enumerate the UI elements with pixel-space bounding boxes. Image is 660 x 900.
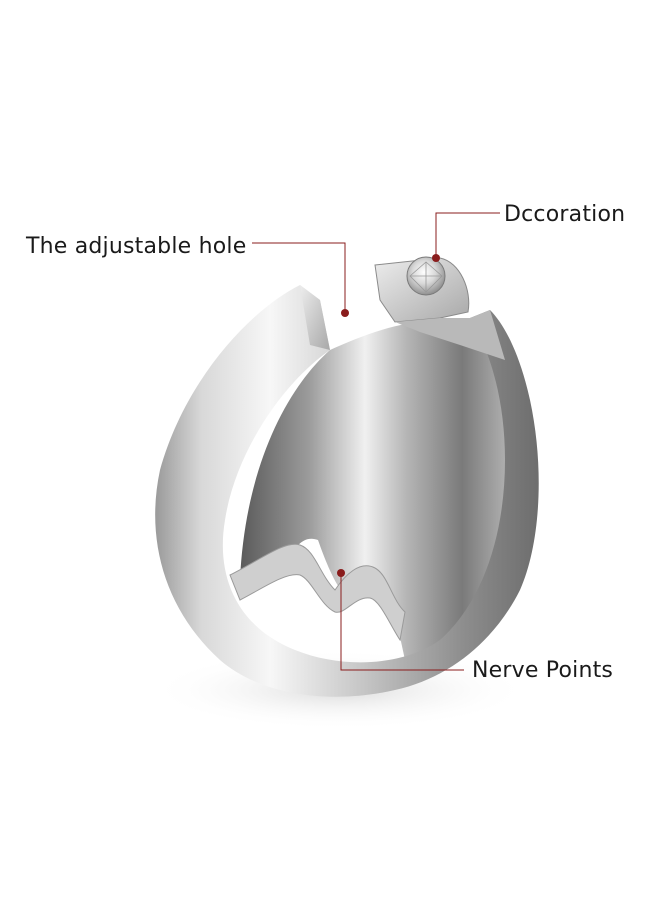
callout-line-hole <box>252 242 346 313</box>
callout-lines <box>252 212 500 671</box>
ring-outer-band <box>155 285 539 697</box>
callout-dots <box>337 254 440 577</box>
gem-facets <box>409 261 443 293</box>
callout-dot-decoration <box>432 254 440 262</box>
ring-left-end-face <box>300 285 330 350</box>
callout-line-nerve <box>340 573 464 671</box>
callout-line-decoration <box>435 212 500 258</box>
ring-inner-surface <box>240 321 518 660</box>
callout-dot-hole <box>341 309 349 317</box>
callout-label-adjustable-hole: The adjustable hole <box>26 234 247 259</box>
callout-label-decoration: Dccoration <box>504 202 626 227</box>
nerve-ridges <box>229 543 406 642</box>
ring-right-end-side <box>395 310 505 360</box>
callout-label-nerve-points: Nerve Points <box>472 658 614 683</box>
callout-dot-nerve <box>337 569 345 577</box>
